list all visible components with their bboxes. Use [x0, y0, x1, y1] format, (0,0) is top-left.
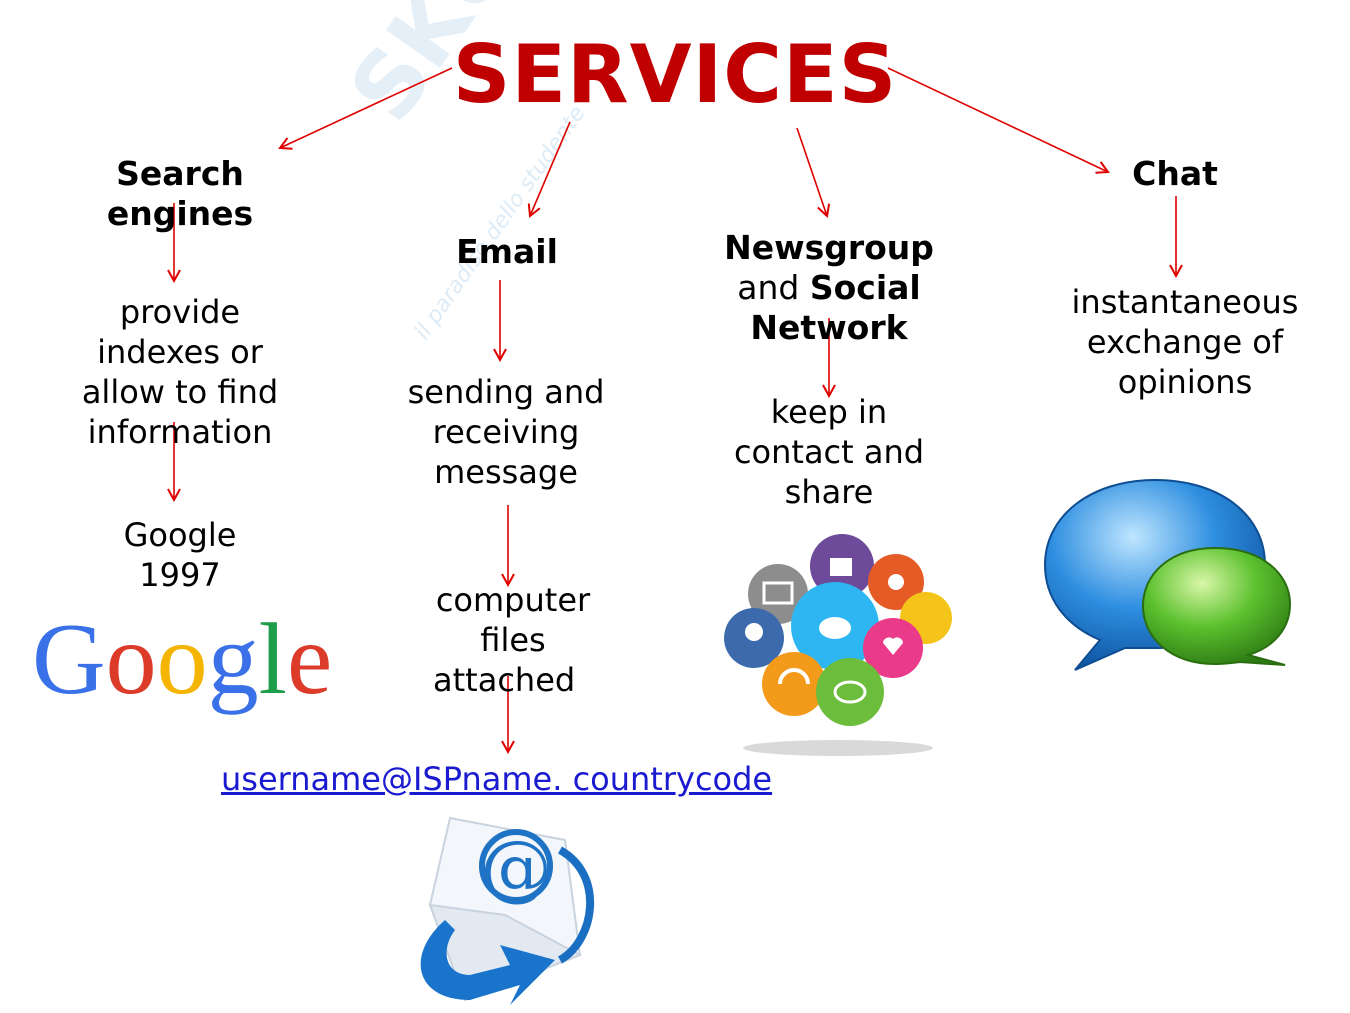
page-title: SERVICES [452, 28, 898, 121]
newsgroup-heading-line: Newsgroup [724, 228, 934, 267]
chat-desc-line: exchange of [1086, 323, 1284, 361]
chat-desc-line: opinions [1117, 363, 1253, 401]
email-detail-line: computer [435, 581, 591, 619]
search-engines-heading: Search engines [60, 154, 300, 234]
email-desc-line: sending and [407, 373, 605, 411]
search-desc-line: allow to find [81, 373, 279, 411]
newsgroup-desc-line: keep in [770, 393, 888, 431]
example-line: Google [123, 516, 237, 554]
svg-text:@: @ [480, 825, 552, 909]
chat-heading: Chat [1132, 154, 1218, 193]
chat-desc-line: instantaneous [1071, 283, 1299, 321]
email-detail-line: files [480, 621, 546, 659]
search-desc-line: provide [119, 293, 241, 331]
newsgroup-description: keep in contact and share [700, 392, 958, 512]
search-engines-description: provide indexes or allow to find informa… [40, 292, 320, 452]
search-heading-line: Search [116, 154, 244, 193]
google-logo-text: Google [32, 603, 332, 716]
newsgroup-heading-line: and Social [700, 268, 958, 308]
arrow-title-to-search [280, 67, 453, 148]
email-desc-line: message [434, 453, 578, 491]
and-word: and [737, 268, 810, 307]
email-heading: Email [456, 232, 558, 271]
chat-description: instantaneous exchange of opinions [1040, 282, 1330, 402]
search-desc-line: information [87, 413, 273, 451]
example-line: 1997 [139, 556, 221, 594]
email-detail-line: attached [433, 661, 576, 699]
search-desc-line: indexes or [97, 333, 263, 371]
email-address-link[interactable]: username@ISPname. countrycode [221, 760, 773, 798]
email-desc-line: receiving [432, 413, 580, 451]
newsgroup-heading: Newsgroup and Social Network [700, 228, 958, 348]
newsgroup-desc-line: share [784, 473, 874, 511]
search-engines-example: Google 1997 [60, 515, 300, 595]
arrow-title-to-email [530, 121, 571, 216]
arrow-title-to-chat [887, 67, 1108, 172]
arrow-title-to-newsgroup [796, 127, 827, 216]
social-word: Social [809, 268, 921, 307]
email-description: sending and receiving message [376, 372, 636, 492]
email-attachments: computer files attached [408, 580, 618, 700]
newsgroup-heading-line: Network [750, 308, 908, 347]
newsgroup-desc-line: contact and [733, 433, 925, 471]
search-heading-line: engines [106, 194, 254, 233]
